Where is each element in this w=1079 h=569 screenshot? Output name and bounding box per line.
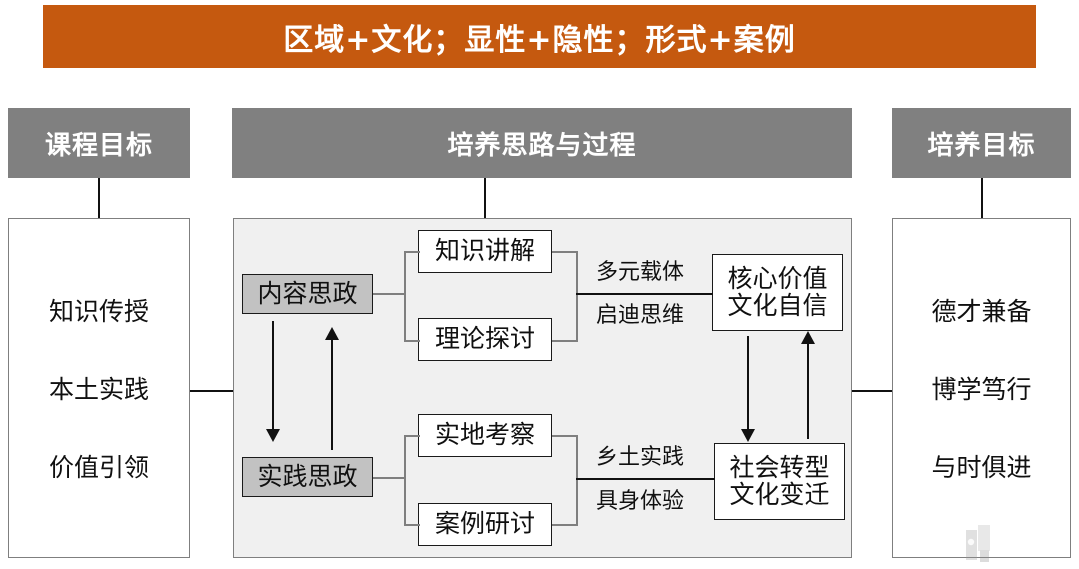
arrow-down-shaft: [272, 321, 274, 431]
outcome-line-1: 核心价值: [727, 264, 828, 294]
outcome-arrow-up-shaft: [807, 344, 809, 439]
arrow-up-shaft: [331, 340, 333, 450]
arrow-down-icon: [266, 429, 280, 442]
label-local-practice: 乡土实践: [595, 445, 684, 471]
training-goal-item-2: 博学笃行: [931, 375, 1032, 404]
training-goals-box: 德才兼备 博学笃行 与时俱进: [892, 218, 1071, 558]
label-multiple-carriers: 多元载体: [595, 260, 684, 286]
outcome-arrow-down-shaft: [747, 336, 749, 431]
header-training-goals: 培养目标: [892, 108, 1071, 178]
connector-panel-to-right: [852, 390, 892, 392]
node-case-seminar[interactable]: 案例研讨: [418, 503, 552, 546]
connector-theory-out: [552, 340, 578, 342]
node-theory-discussion[interactable]: 理论探讨: [418, 318, 552, 361]
training-goal-item-3: 与时俱进: [931, 453, 1032, 482]
connector-upper-merge-bracket: [576, 251, 578, 341]
connector-case-out: [552, 524, 578, 526]
connector-practice-to-field: [404, 435, 420, 437]
outcome-line-1: 社会转型: [729, 453, 830, 483]
course-objective-item-1: 知识传授: [48, 297, 149, 326]
connector-middle-header-to-panel: [484, 178, 486, 218]
connector-practice-to-case: [404, 524, 420, 526]
node-core-values-cultural-confidence[interactable]: 核心价值 文化自信: [712, 254, 843, 331]
training-goal-item-1: 德才兼备: [931, 297, 1032, 326]
header-course-objectives: 课程目标: [8, 108, 190, 178]
arrow-up-icon: [325, 327, 339, 340]
connector-left-header-to-box: [98, 178, 100, 218]
course-objective-item-3: 价值引领: [48, 453, 149, 482]
node-knowledge-lecture[interactable]: 知识讲解: [418, 230, 552, 273]
arrow-down-icon: [741, 429, 755, 442]
node-social-transformation-cultural-change[interactable]: 社会转型 文化变迁: [714, 443, 845, 520]
arrow-up-icon: [801, 331, 815, 344]
label-embodied-experience: 具身体验: [595, 489, 684, 515]
label-inspire-thinking: 启迪思维: [595, 303, 684, 329]
connector-content-to-knowledge: [404, 251, 420, 253]
node-practice-ideology[interactable]: 实践思政: [242, 457, 373, 497]
watermark-logo-icon: [966, 525, 990, 562]
connector-content-bracket: [404, 251, 406, 341]
course-objectives-box: 知识传授 本土实践 价值引领: [8, 218, 190, 558]
connector-left-to-panel: [190, 390, 233, 392]
connector-lower-merge-to-outcome: [576, 478, 715, 480]
connector-upper-merge-to-outcome: [576, 293, 713, 295]
course-objective-item-2: 本土实践: [48, 375, 149, 404]
connector-right-header-to-box: [981, 178, 983, 218]
connector-knowledge-out: [552, 251, 578, 253]
node-field-survey[interactable]: 实地考察: [418, 414, 552, 457]
header-training-process: 培养思路与过程: [232, 108, 852, 178]
connector-practice-stem: [373, 477, 405, 479]
banner-title: 区域+文化；显性+隐性；形式+案例: [43, 5, 1036, 68]
connector-content-to-theory: [404, 340, 420, 342]
outcome-line-2: 文化变迁: [729, 479, 830, 509]
connector-field-out: [552, 435, 578, 437]
outcome-line-2: 文化自信: [727, 290, 828, 320]
connector-practice-bracket: [404, 435, 406, 525]
node-content-ideology[interactable]: 内容思政: [242, 274, 373, 314]
connector-lower-merge-bracket: [576, 435, 578, 525]
connector-content-stem: [373, 293, 405, 295]
